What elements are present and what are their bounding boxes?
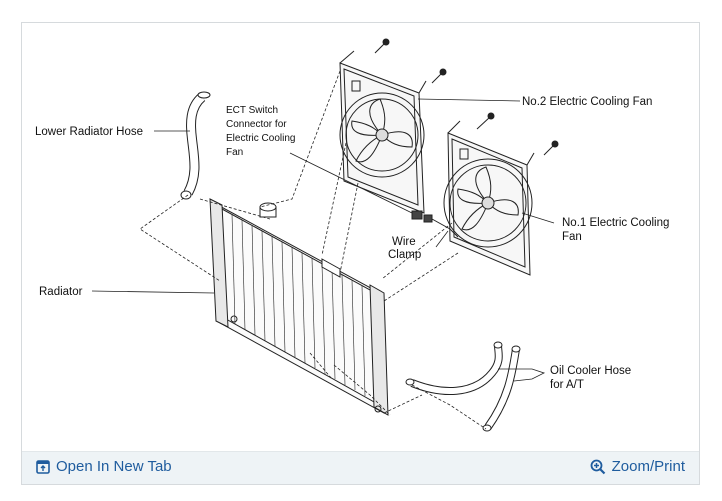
label-radiator: Radiator — [39, 286, 83, 298]
label-lower-radiator-hose: Lower Radiator Hose — [35, 126, 143, 138]
label-oil-cooler-line1: Oil Cooler Hose — [550, 365, 631, 377]
image-viewer-frame: Lower Radiator Hose ECT Switch Connector… — [21, 22, 700, 485]
label-ect-line3: Electric Cooling — [226, 133, 295, 144]
no2-bolts — [374, 38, 447, 84]
no1-fan-assembly — [443, 120, 535, 276]
label-wire-clamp-line2: Clamp — [388, 249, 421, 261]
zoom-in-icon — [590, 459, 606, 475]
zoom-print-label: Zoom/Print — [611, 458, 685, 475]
oil-cooler-hoses — [405, 341, 521, 432]
label-ect-line1: ECT Switch — [226, 105, 278, 116]
lower-radiator-hose — [180, 91, 211, 200]
label-ect-line4: Fan — [226, 147, 243, 158]
image-footer-bar: Open In New Tab Zoom/Print — [22, 451, 699, 484]
zoom-print-link[interactable]: Zoom/Print — [590, 458, 685, 475]
no2-fan-assembly — [339, 50, 427, 214]
assembly-dashed-lines — [139, 70, 487, 430]
label-wire-clamp-line1: Wire — [392, 236, 416, 248]
label-no1-fan-line1: No.1 Electric Cooling — [562, 217, 669, 229]
label-no2-fan: No.2 Electric Cooling Fan — [522, 96, 652, 108]
no1-bolts — [476, 112, 559, 156]
external-tab-icon — [36, 459, 50, 474]
ect-connector — [411, 210, 459, 238]
leader-lines — [91, 98, 555, 382]
radiator — [209, 198, 389, 416]
label-no1-fan-line2: Fan — [562, 231, 582, 243]
open-new-tab-link[interactable]: Open In New Tab — [36, 458, 172, 475]
label-ect-line2: Connector for — [226, 119, 287, 130]
label-oil-cooler-line2: for A/T — [550, 379, 584, 391]
open-new-tab-label: Open In New Tab — [56, 458, 172, 475]
radiator-exploded-diagram: Lower Radiator Hose ECT Switch Connector… — [35, 38, 669, 432]
